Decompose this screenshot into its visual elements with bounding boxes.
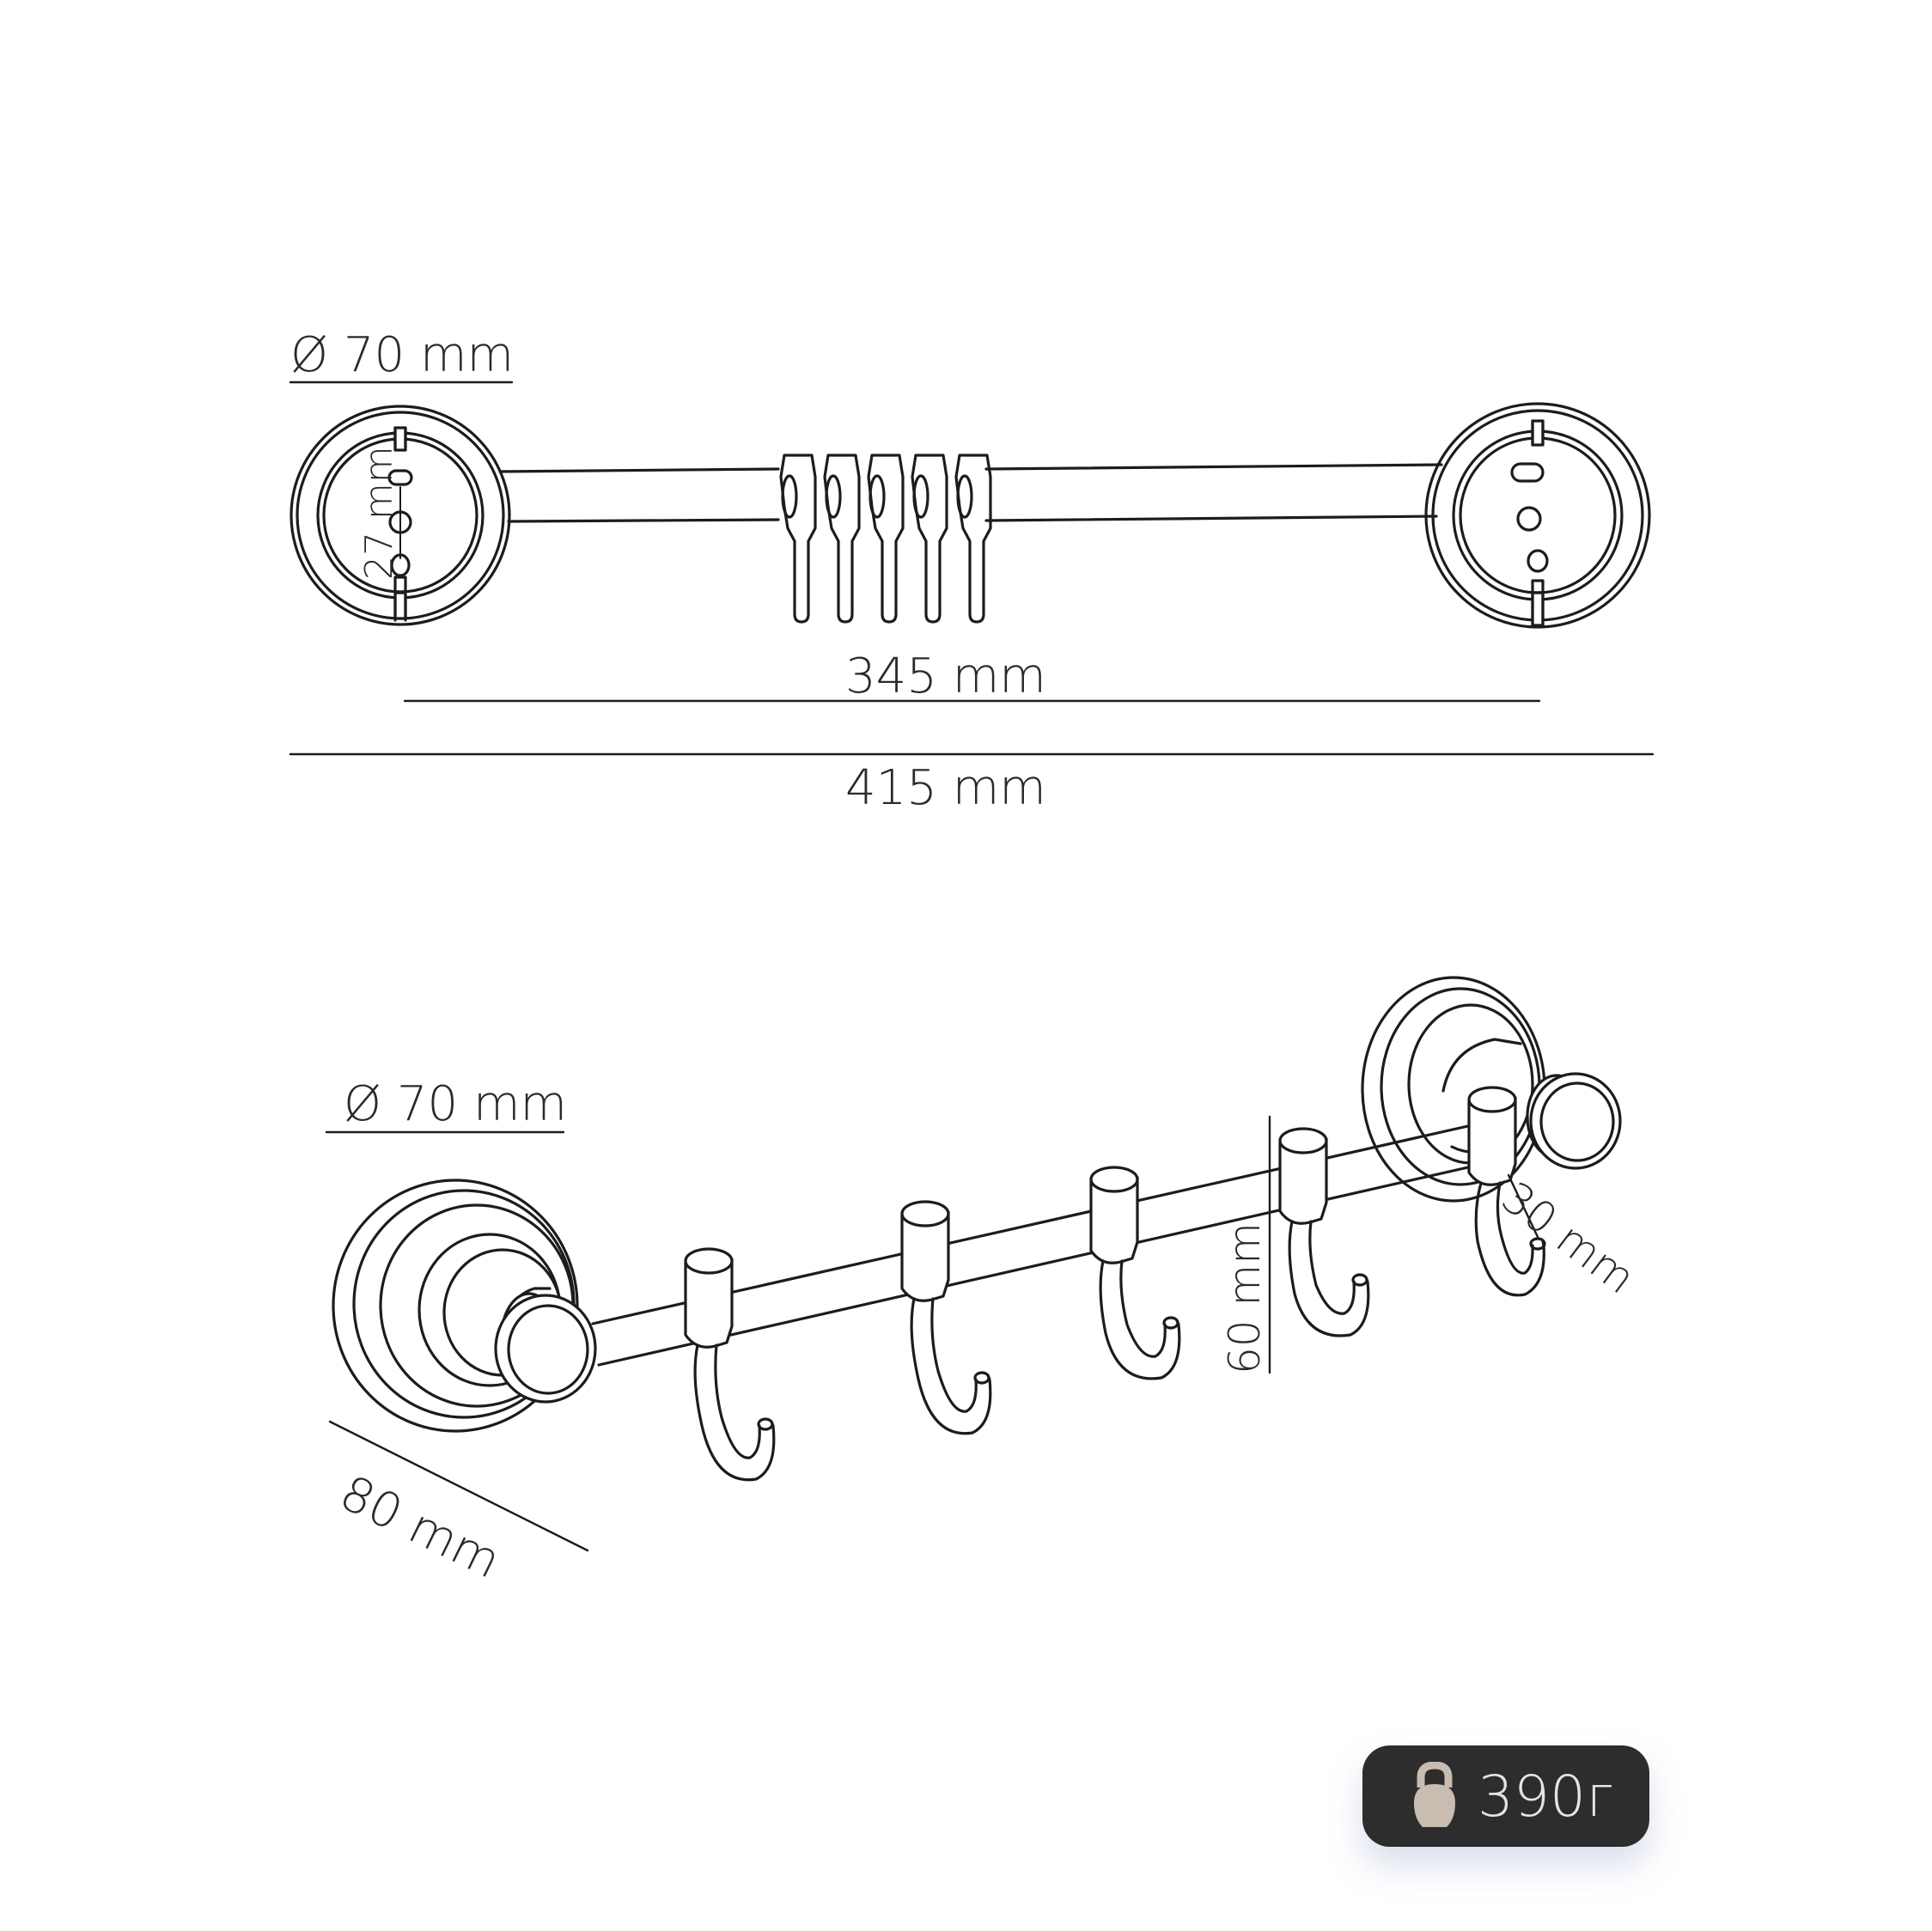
- weight-badge: 390г: [1362, 1745, 1649, 1847]
- front-view: [325, 976, 1622, 1552]
- right-rosette-top: [1424, 402, 1651, 629]
- front-diameter-label: Ø 70 mm: [344, 1076, 568, 1132]
- right-rosette-front: [1361, 976, 1546, 1203]
- hook-1-front: [684, 1247, 776, 1482]
- left-knob-front: [494, 1292, 597, 1404]
- top-view: [289, 381, 1655, 756]
- rod-length-label: 345 mm: [845, 649, 1046, 704]
- hole-spacing-label: 27 mm: [357, 446, 401, 580]
- hook-5-front: [1467, 1086, 1546, 1297]
- hook-3-front: [1089, 1166, 1181, 1380]
- total-length-label: 415 mm: [845, 760, 1046, 816]
- hook-cluster-top: [779, 454, 992, 624]
- kettlebell-icon: [1414, 1762, 1455, 1827]
- left-rosette-top: [289, 405, 511, 626]
- hook-2-front: [900, 1200, 992, 1435]
- hook-4-front: [1278, 1127, 1370, 1337]
- right-knob-front: [1526, 1072, 1622, 1170]
- top-diameter-label: Ø 70 mm: [290, 327, 515, 383]
- weight-value: 390г: [1478, 1763, 1614, 1830]
- hook-height-label: 60 mm: [1220, 1222, 1270, 1374]
